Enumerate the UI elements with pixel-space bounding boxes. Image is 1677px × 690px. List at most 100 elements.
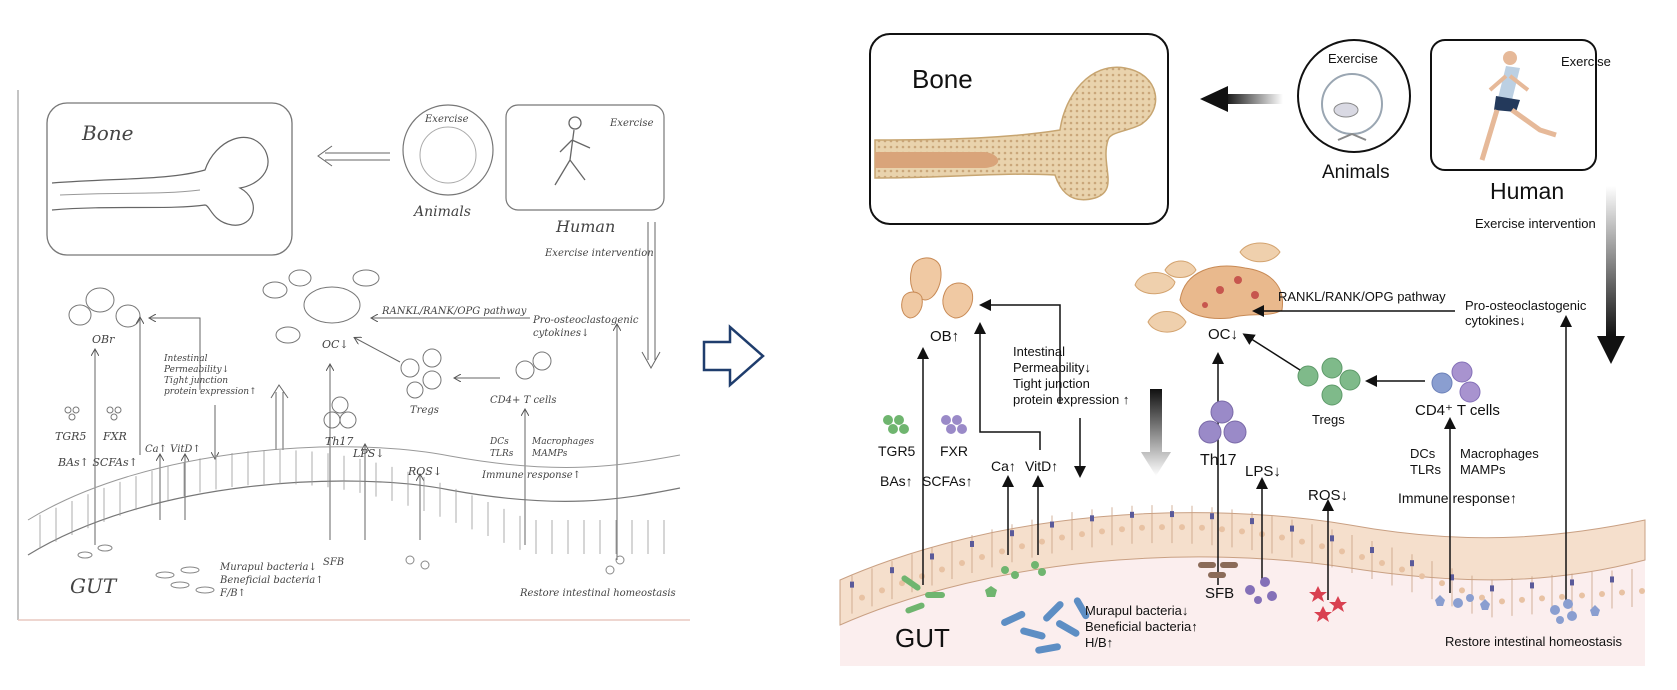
tight-junction <box>1610 576 1614 583</box>
sketch-perm-2: Permeability↓ <box>163 365 229 375</box>
epithelial-cell-nucleus <box>959 560 965 567</box>
epithelial-cell-nucleus <box>1219 526 1225 533</box>
tgr5-icon <box>883 415 909 434</box>
sketch-tregs-cells <box>400 348 442 399</box>
rankl-label: RANKL/RANK/OPG pathway <box>1278 289 1446 304</box>
epithelial-cell-nucleus <box>1039 538 1045 545</box>
tight-junction <box>930 553 934 560</box>
sketch-ob-cells <box>68 287 141 328</box>
exercise-human-label: Exercise <box>1561 54 1611 69</box>
epithelial-cell-nucleus <box>899 580 905 587</box>
sketch-dcs-label: DCs <box>489 437 509 447</box>
tight-junction <box>1290 525 1294 532</box>
sketch-arrow-to-bone <box>317 145 390 167</box>
final-panel: Bone Exercise Animals Exercise Human <box>839 33 1646 666</box>
fxr-label: FXR <box>940 443 968 459</box>
sketch-tlrs-label: TLRs <box>490 449 514 459</box>
epithelial-cell-nucleus <box>1059 534 1065 541</box>
sketch-human-box <box>505 104 665 211</box>
epithelial-cell-nucleus <box>979 553 985 560</box>
tight-junction <box>1530 582 1534 589</box>
sketch-runner-icon <box>554 116 591 186</box>
tight-junction <box>1210 513 1214 520</box>
lps-icons <box>1245 577 1277 604</box>
sketch-ob-label: OBr <box>92 333 115 346</box>
osteoclast-cluster <box>1134 242 1284 333</box>
sketch-restore-label: Restore intestinal homeostasis <box>519 588 676 599</box>
epithelial-cell-nucleus <box>1559 593 1565 600</box>
restore-homeostasis-label: Restore intestinal homeostasis <box>1445 634 1623 649</box>
sketch-pro-label-2: cytokines↓ <box>533 328 589 339</box>
epithelial-cell-nucleus <box>1419 573 1425 580</box>
sketch-receptor-icons <box>64 406 122 421</box>
sketch-exercise-animals: Exercise <box>424 114 469 125</box>
sketch-epithelium <box>27 446 681 556</box>
epithelial-cell-nucleus <box>1099 528 1105 535</box>
bacteria-label-2: Beneficial bacteria↑ <box>1085 619 1198 634</box>
sketch-bacteria-3: F/B↑ <box>219 588 246 599</box>
tight-junction <box>1010 530 1014 537</box>
mamps-label: MAMPs <box>1460 462 1506 477</box>
epithelial-cell-nucleus <box>1619 589 1625 596</box>
th17-label: Th17 <box>1200 452 1237 469</box>
sketch-th17-label: Th17 <box>325 435 353 448</box>
tight-junction <box>1130 511 1134 518</box>
sketch-macro-label: Macrophages <box>531 437 594 447</box>
tight-junction <box>890 567 894 574</box>
fxr-icon <box>941 415 967 434</box>
sketch-tgr5-label: TGR5 <box>55 430 86 443</box>
human-label: Human <box>1490 178 1564 204</box>
sketch-wheel-icon <box>402 104 494 196</box>
sketch-bacteria-2: Beneficial bacteria↑ <box>219 575 324 586</box>
tight-junction <box>1090 515 1094 522</box>
bas-label: BAs↑ <box>880 473 913 489</box>
epithelial-cell-nucleus <box>1139 524 1145 531</box>
sketch-gut-label: GUT <box>70 574 118 598</box>
epithelial-cell-nucleus <box>1299 538 1305 545</box>
sketch-immune-label: Immune response↑ <box>481 470 581 481</box>
sketch-cavitd-label: Ca↑ VitD↑ <box>145 444 201 455</box>
epithelial-cell-nucleus <box>1339 548 1345 555</box>
epithelial-cell-nucleus <box>1019 543 1025 550</box>
epithelial-cell-nucleus <box>1479 594 1485 601</box>
macrophages-label: Macrophages <box>1460 446 1539 461</box>
scfas-label: SCFAs↑ <box>922 473 973 489</box>
bacteria-label-3: H/B↑ <box>1085 635 1113 650</box>
epithelial-cell-nucleus <box>1579 592 1585 599</box>
sketch-perm-1: Intestinal <box>163 354 208 364</box>
epithelial-cell-nucleus <box>1379 560 1385 567</box>
epithelial-cell-nucleus <box>939 566 945 573</box>
tight-junction <box>970 540 974 547</box>
sketch-cd4-cells <box>515 351 552 380</box>
tight-junction <box>1570 579 1574 586</box>
animals-circle <box>1297 39 1411 153</box>
tight-junction <box>1170 511 1174 518</box>
transform-arrow-icon <box>702 324 765 388</box>
epithelial-cell-nucleus <box>1639 587 1645 594</box>
dcs-label: DCs <box>1410 446 1436 461</box>
sketch-ros-label: ROS↓ <box>407 465 442 478</box>
bacteria-label-1: Murapul bacteria↓ <box>1085 603 1188 618</box>
tgr5-label: TGR5 <box>878 443 916 459</box>
sketch-bacteria-icons <box>77 544 625 594</box>
tight-junction <box>1410 560 1414 567</box>
sketch-th17-cells <box>323 396 357 429</box>
tight-junction <box>1250 518 1254 525</box>
immune-label: Immune response↑ <box>1398 490 1517 506</box>
runner-icon <box>1479 51 1557 161</box>
sketch-down-arrow <box>641 222 661 370</box>
green-bacteria-icons <box>901 561 1046 614</box>
ob-label: OB↑ <box>930 328 959 345</box>
epithelial-cell-nucleus <box>1499 598 1505 605</box>
tight-junction <box>850 581 854 588</box>
tregs-cells-icon <box>1297 357 1361 406</box>
bone-icon <box>874 66 1157 201</box>
tight-junction <box>1370 547 1374 554</box>
exercise-animals-label: Exercise <box>1328 51 1378 66</box>
sketch-oc-label: OC↓ <box>322 338 349 351</box>
epithelial-cell-nucleus <box>1199 524 1205 531</box>
tight-junction <box>1490 585 1494 592</box>
sketch-bacteria-1: Murapul bacteria↓ <box>219 562 317 573</box>
animals-label: Animals <box>1322 162 1390 183</box>
